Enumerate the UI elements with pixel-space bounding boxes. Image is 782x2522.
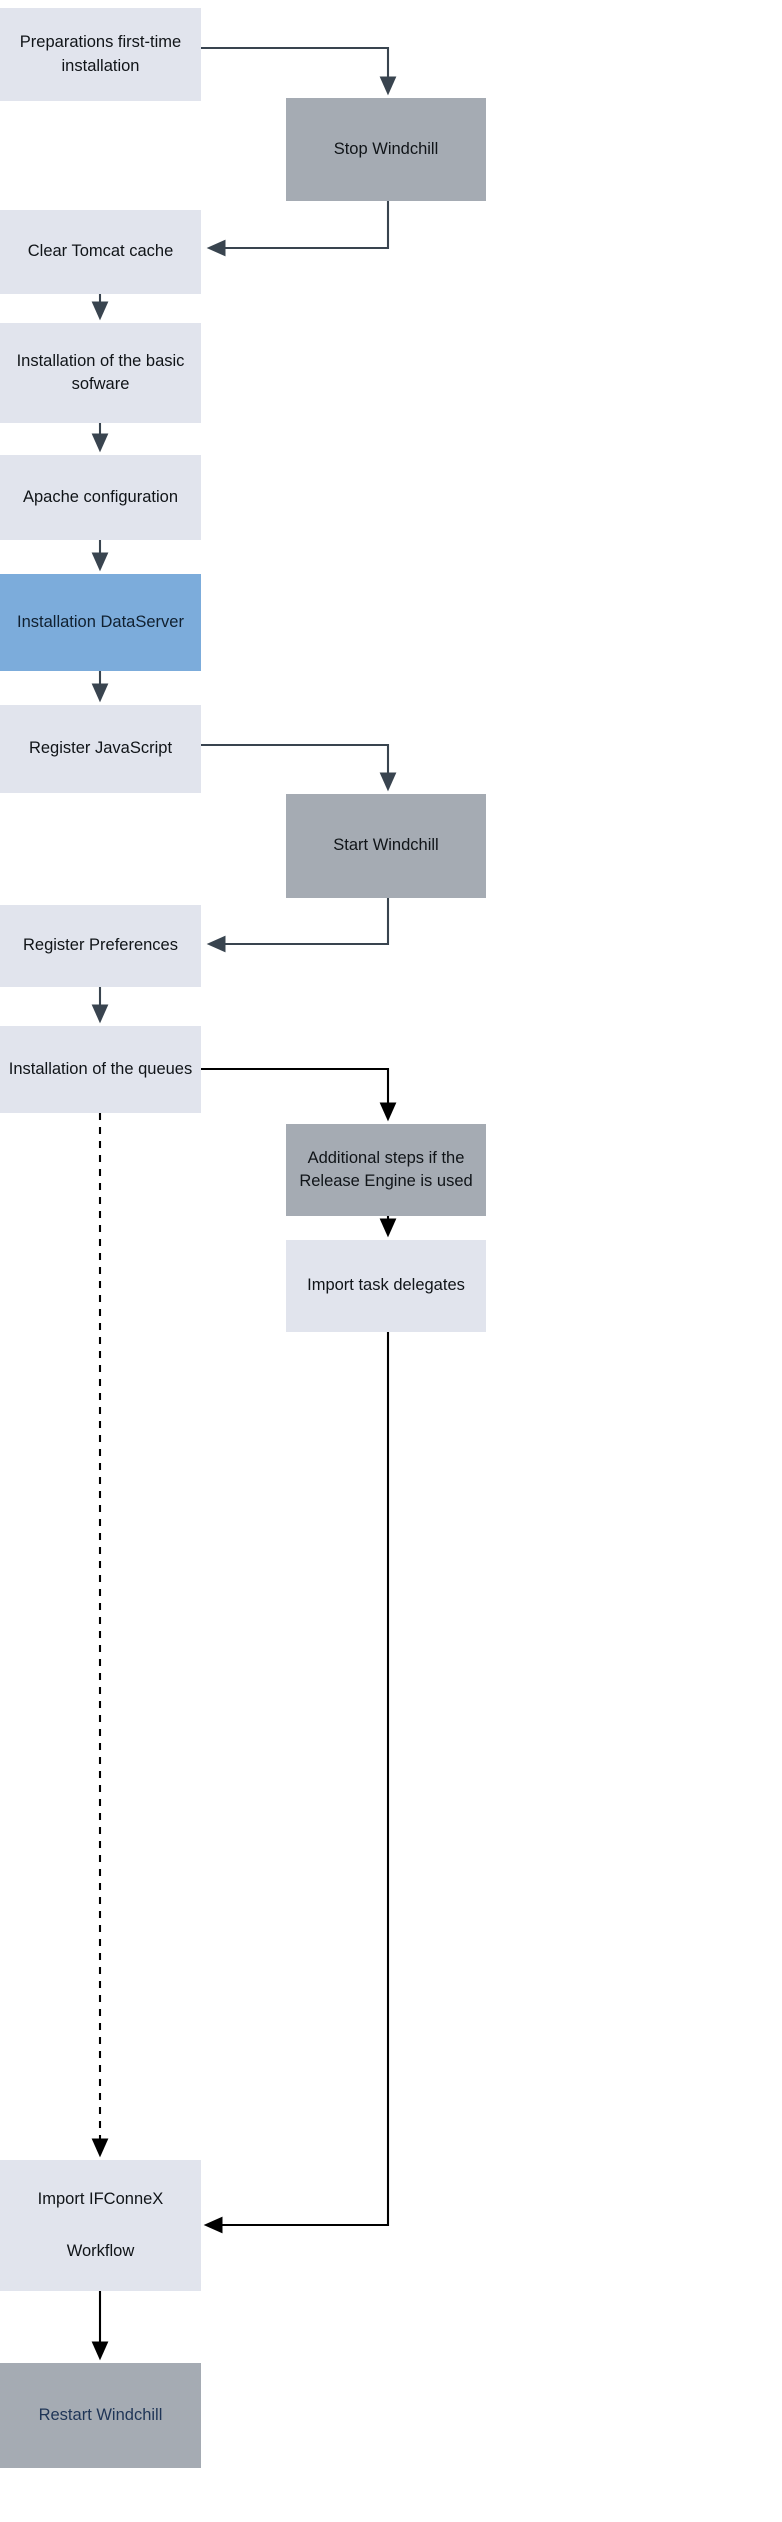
node-installation-of-the-queues[interactable]: Installation of the queues [0,1026,201,1113]
node-label-line: Preparations first-time [19,33,182,52]
node-apache-configuration[interactable]: Apache configuration [0,455,201,540]
node-label-line: Restart Windchill [38,2405,163,2424]
edge-delegates-to-ifconnex [203,1332,390,2234]
node-label-line: sofware [71,375,130,393]
node-label-line: Import task delegates [307,1276,465,1295]
node-restart-windchill[interactable]: Restart Windchill [0,2363,201,2468]
node-stop-windchill[interactable]: Stop Windchill [286,98,486,201]
node-start-windchill[interactable]: Start Windchill [286,794,486,898]
node-installation-basic-software[interactable]: Installation of the basic sofware [0,323,201,423]
node-installation-dataserver[interactable]: Installation DataServer [0,574,201,671]
node-additional-steps-release-engine[interactable]: Additional steps if the Release Engine i… [286,1124,486,1216]
node-label-line: Workflow [66,2241,135,2260]
edge-registerjs-to-start [201,743,397,792]
node-register-preferences[interactable]: Register Preferences [0,905,201,987]
node-label-line: Installation DataServer [17,612,184,631]
node-import-task-delegates[interactable]: Import task delegates [286,1240,486,1332]
node-register-javascript[interactable]: Register JavaScript [0,705,201,793]
edge-queues-to-release [201,1067,397,1122]
node-label-line: Installation of the queues [8,1059,193,1078]
edge-prep-to-stop [201,46,397,96]
node-label-line: Import IFConneX [37,2190,164,2209]
node-label-line: Register JavaScript [28,739,173,758]
node-label-line: Register Preferences [23,936,178,955]
node-label-line: installation [61,56,140,75]
node-label-line: Clear Tomcat cache [27,242,174,261]
edge-start-to-prefs [206,898,390,953]
node-preparations-first-time-installation[interactable]: Preparations first-time installation [0,8,201,101]
edge-stop-to-cache [206,201,390,257]
node-import-ifconnex-workflow[interactable]: Import IFConneX Workflow [0,2160,201,2291]
node-label-line: Start Windchill [333,836,439,855]
node-clear-tomcat-cache[interactable]: Clear Tomcat cache [0,210,201,294]
node-label-line: Release Engine is used [299,1172,473,1190]
node-label-line: Installation of the basic [16,351,185,370]
node-label-line: Additional steps if the [307,1148,465,1167]
node-label-line: Stop Windchill [333,139,439,158]
node-label-line: Apache configuration [22,487,179,506]
